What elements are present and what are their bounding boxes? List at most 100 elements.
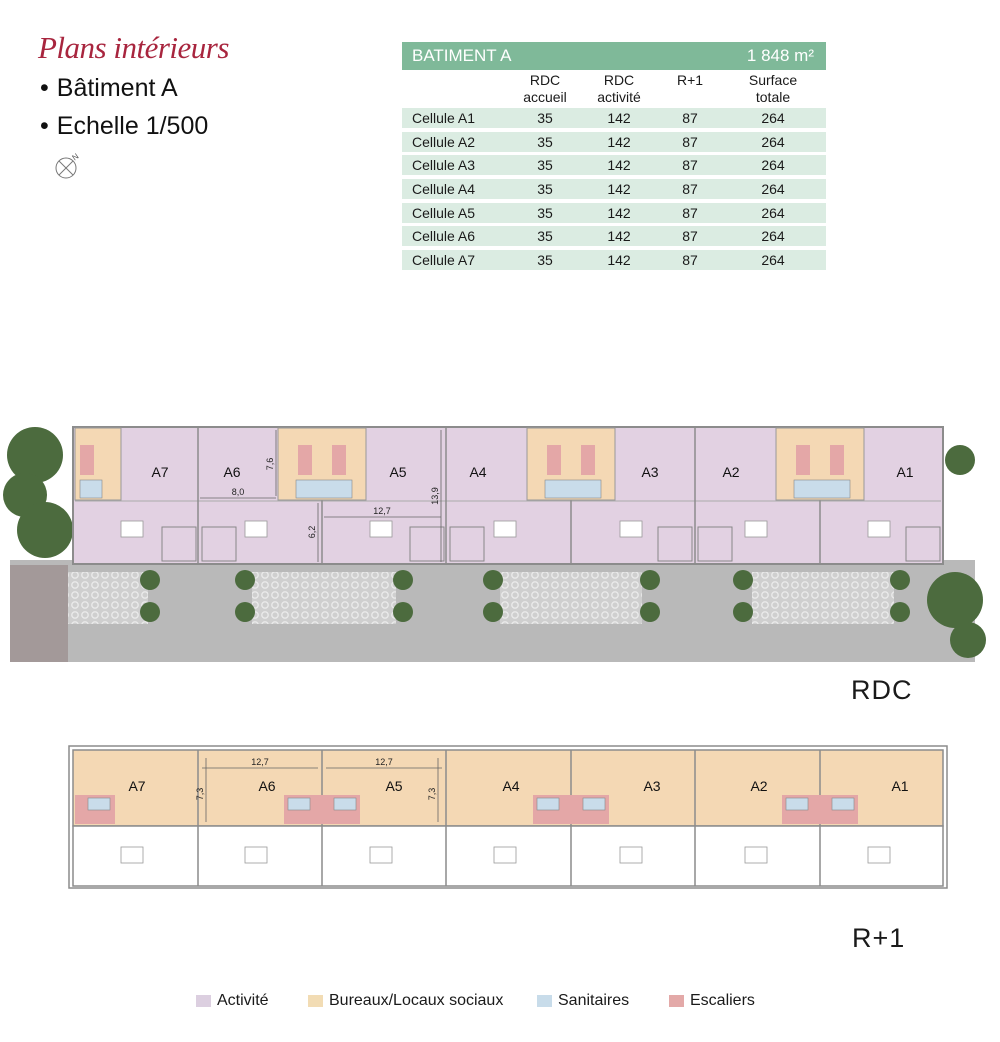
- cell-label-a7: A7: [151, 464, 168, 480]
- dim-label: 12,7: [251, 757, 269, 767]
- total-area: 1 848 m²: [746, 46, 814, 65]
- rdc-label: RDC: [851, 675, 913, 705]
- dim-label: 7,3: [427, 788, 437, 801]
- dim-label: 12,7: [375, 757, 393, 767]
- table-row: Cellule A7 35 142 87 264: [402, 250, 826, 271]
- svg-text:N: N: [70, 152, 80, 162]
- north-arrow-icon: N: [55, 152, 81, 179]
- cell-label-a4: A4: [469, 464, 486, 480]
- table-cell-name: Cellule A5: [412, 204, 476, 221]
- table-cell-total: 264: [761, 110, 785, 126]
- table-cell-r1: 87: [682, 110, 698, 126]
- dim-label: 7,3: [195, 788, 205, 801]
- table-cell-total: 264: [761, 204, 785, 221]
- table-cell-activite: 142: [607, 110, 631, 126]
- legend-swatch: [308, 995, 323, 1007]
- table-cell-name: Cellule A6: [412, 228, 476, 245]
- dim-label: 6,2: [307, 526, 317, 539]
- bullet-scale: Echelle 1/500: [40, 112, 209, 141]
- table-cell-activite: 142: [607, 157, 631, 174]
- parking-area: [252, 572, 396, 624]
- cell-label-a6: A6: [223, 464, 240, 480]
- table-column-headers: RDC accueil RDC activité R+1 Surface tot…: [402, 70, 826, 108]
- cell-label-a3: A3: [641, 464, 658, 480]
- legend-item: Sanitaires: [537, 992, 629, 1010]
- table-header: BATIMENT A 1 848 m²: [402, 42, 826, 70]
- legend-swatch: [537, 995, 552, 1007]
- legend-label: Sanitaires: [558, 992, 630, 1009]
- col-surface-totale: Surface totale: [748, 72, 798, 105]
- legend-item: Escaliers: [669, 992, 755, 1010]
- cell-label-a4: A4: [502, 778, 519, 794]
- table-cell-name: Cellule A7: [412, 252, 476, 269]
- table-cell-activite: 142: [607, 252, 631, 269]
- r1-label: R+1: [852, 923, 906, 953]
- table-cell-r1: 87: [682, 133, 698, 150]
- parking-area: [68, 572, 148, 624]
- cell-label-a1: A1: [891, 778, 908, 794]
- cell-label-a7: A7: [128, 778, 145, 794]
- table-cell-activite: 142: [607, 228, 631, 245]
- table-cell-accueil: 35: [537, 252, 553, 269]
- table-cell-total: 264: [761, 181, 785, 198]
- table-cell-total: 264: [761, 228, 785, 245]
- table-cell-name: Cellule A2: [412, 133, 476, 150]
- table-cell-total: 264: [761, 133, 785, 150]
- cell-label-a1: A1: [896, 464, 913, 480]
- table-cell-accueil: 35: [537, 157, 553, 174]
- table-cell-accueil: 35: [537, 204, 553, 221]
- table-cell-name: Cellule A4: [412, 181, 476, 198]
- cell-label-a5: A5: [389, 464, 406, 480]
- table-cell-name: Cellule A1: [412, 110, 476, 126]
- table-cell-accueil: 35: [537, 133, 553, 150]
- table-cell-accueil: 35: [537, 181, 553, 198]
- table-cell-r1: 87: [682, 228, 698, 245]
- dim-label: 7,6: [265, 458, 275, 471]
- col-rdc-accueil: RDC accueil: [523, 72, 567, 105]
- cell-label-a2: A2: [750, 778, 767, 794]
- parking-area: [500, 572, 642, 624]
- legend-label: Bureaux/Locaux sociaux: [329, 992, 504, 1009]
- legend-label: Escaliers: [690, 992, 755, 1009]
- table-cell-r1: 87: [682, 181, 698, 198]
- legend: Activité Bureaux/Locaux sociaux Sanitaires…: [0, 992, 1000, 1012]
- r1-floor-plan: A7 A6 A5 A4 A3 A2 A1 12,7 12,7 7,3 7,3: [68, 745, 948, 889]
- table-row: Cellule A4 35 142 87 264: [402, 179, 826, 200]
- cell-label-a6: A6: [258, 778, 275, 794]
- col-rdc-activite: RDC activité: [597, 72, 641, 105]
- legend-swatch: [196, 995, 211, 1007]
- table-row: Cellule A3 35 142 87 264: [402, 155, 826, 176]
- building-name: BATIMENT A: [412, 46, 512, 65]
- legend-label: Activité: [217, 992, 269, 1009]
- parking-area: [752, 572, 894, 624]
- legend-item: Activité: [196, 992, 269, 1010]
- table-cell-activite: 142: [607, 204, 631, 221]
- cell-label-a5: A5: [385, 778, 402, 794]
- table-cell-activite: 142: [607, 181, 631, 198]
- dim-label: 13,9: [430, 487, 440, 505]
- surface-table: BATIMENT A 1 848 m² RDC accueil RDC acti…: [402, 42, 826, 274]
- col-r1: R+1: [676, 72, 704, 88]
- table-cell-accueil: 35: [537, 110, 553, 126]
- page-title: Plans intérieurs: [38, 30, 229, 65]
- legend-swatch: [669, 995, 684, 1007]
- dim-label: 12,7: [373, 506, 391, 516]
- rdc-floor-plan: A7 A6 A5 A4 A3 A2 A1 8,0 12,7 7,6 13,9 6,2: [3, 426, 986, 662]
- table-cell-accueil: 35: [537, 228, 553, 245]
- table-cell-total: 264: [761, 252, 785, 269]
- table-cell-r1: 87: [682, 252, 698, 269]
- table-row: Cellule A6 35 142 87 264: [402, 226, 826, 247]
- table-row: Cellule A1 35 142 87 264: [402, 108, 826, 128]
- cell-label-a3: A3: [643, 778, 660, 794]
- table-cell-r1: 87: [682, 204, 698, 221]
- dim-label: 8,0: [232, 487, 245, 497]
- table-cell-r1: 87: [682, 157, 698, 174]
- trees: [3, 427, 986, 658]
- legend-item: Bureaux/Locaux sociaux: [308, 992, 503, 1010]
- table-cell-name: Cellule A3: [412, 157, 476, 174]
- bullet-building: Bâtiment A: [40, 74, 178, 103]
- table-cell-total: 264: [761, 157, 785, 174]
- cell-label-a2: A2: [722, 464, 739, 480]
- table-row: Cellule A2 35 142 87 264: [402, 131, 826, 152]
- table-cell-activite: 142: [607, 133, 631, 150]
